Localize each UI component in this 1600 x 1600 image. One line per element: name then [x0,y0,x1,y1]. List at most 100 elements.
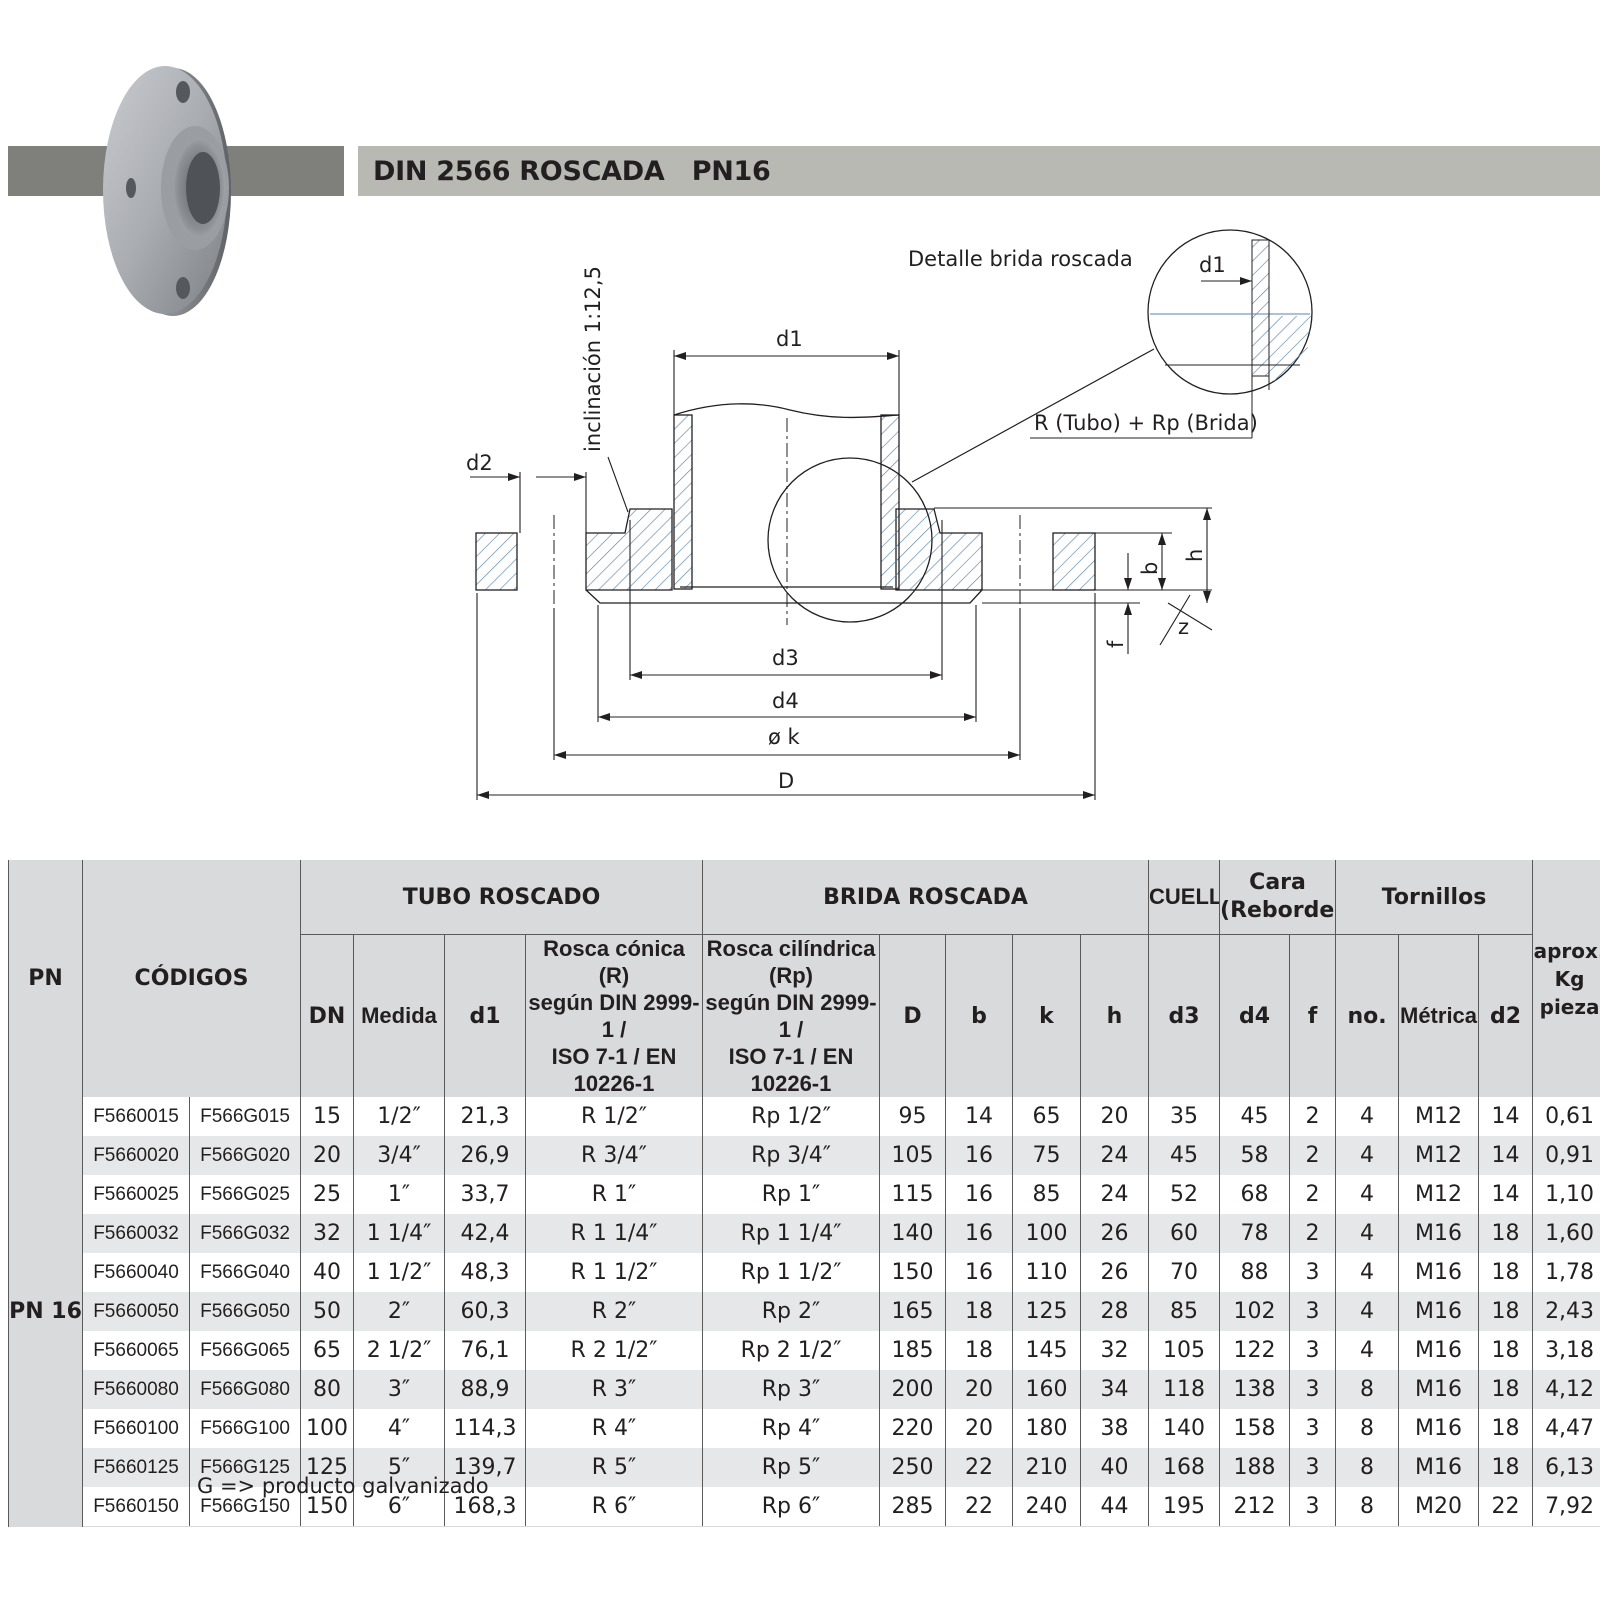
table-cell: 140 [1148,1409,1221,1448]
table-cell: 18 [945,1292,1013,1331]
table-cell: 0,61 [1532,1097,1600,1136]
z-label: z [1178,615,1189,639]
table-cell: 18 [1478,1370,1534,1409]
table-cell: 1 1/2″ [353,1253,445,1292]
table-cell: F5660015 [82,1097,190,1136]
thread-label: R (Tubo) + Rp (Brida) [1034,411,1258,435]
table-cell: 5″ [353,1448,445,1487]
col-rosca-conica-line2: según DIN 2999-1 / [528,990,700,1042]
table-cell: 6,13 [1532,1448,1600,1487]
d3-label: d3 [772,646,799,670]
table-cell: 16 [945,1175,1013,1214]
table-cell: F566G100 [189,1409,301,1448]
d4-label: d4 [772,689,799,713]
table-cell: 115 [879,1175,946,1214]
table-cell: 95 [879,1097,946,1136]
table-cell: 22 [945,1487,1013,1527]
table-cell: 18 [1478,1253,1534,1292]
table-cell: 138 [1219,1370,1291,1409]
table-cell: 22 [945,1448,1013,1487]
table-cell: 285 [879,1487,946,1527]
header-brida-roscada: BRIDA ROSCADA [701,860,1150,935]
table-cell: F5660080 [82,1370,190,1409]
table-cell: 70 [1148,1253,1221,1292]
table-cell: 68 [1219,1175,1291,1214]
table-cell: 7,92 [1532,1487,1600,1527]
table-cell: 8 [1335,1487,1400,1527]
table-cell: 110 [1012,1253,1081,1292]
table-cell: R 1/2″ [525,1097,703,1136]
table-cell: 6″ [353,1487,445,1527]
table-cell: 20 [945,1370,1013,1409]
table-cell: 4 [1335,1331,1400,1370]
table-cell: 4 [1335,1253,1400,1292]
table-cell: 2 [1289,1097,1337,1136]
table-cell: F566G080 [189,1370,301,1409]
table-cell: M16 [1398,1214,1480,1253]
table-cell: 24 [1079,1136,1150,1175]
f-label: f [1104,640,1128,648]
table-cell: M20 [1398,1487,1480,1527]
table-cell: 3 [1289,1487,1337,1527]
table-cell: 32 [300,1214,354,1253]
table-cell: 125 [1012,1292,1081,1331]
table-cell: 38 [1079,1409,1150,1448]
table-cell: 240 [1012,1487,1081,1527]
table-cell: 100 [1012,1214,1081,1253]
table-cell: 32 [1079,1331,1150,1370]
table-cell: 14 [1478,1136,1534,1175]
technical-drawing: Detalle brida roscada d1 R (Tubo) + Rp (… [466,229,1313,800]
table-cell: M16 [1398,1370,1480,1409]
table-cell: 140 [879,1214,946,1253]
table-cell: 150 [300,1487,354,1527]
col-h: h [1079,934,1150,1097]
col-d2: d2 [1478,934,1534,1097]
table-cell: 18 [1478,1292,1534,1331]
table-cell: 15 [300,1097,354,1136]
table-cell: F5660150 [82,1487,190,1527]
table-cell: R 1 1/2″ [525,1253,703,1292]
table-cell: 21,3 [444,1097,526,1136]
table-cell: 195 [1148,1487,1221,1527]
table-cell: 28 [1079,1292,1150,1331]
table-cell: 210 [1012,1448,1081,1487]
table-cell: M16 [1398,1448,1480,1487]
table-cell: R 3/4″ [525,1136,703,1175]
table-cell: 102 [1219,1292,1291,1331]
table-cell: Rp 3/4″ [702,1136,880,1175]
table-cell: 20 [300,1136,354,1175]
detail-circle [1147,229,1313,438]
header-peso-line1: aprox. [1533,938,1600,963]
col-b: b [945,934,1013,1097]
flange-section [475,403,1096,604]
table-cell: M12 [1398,1175,1480,1214]
spec-table: PN CÓDIGOS TUBO ROSCADO BRIDA ROSCADA CU… [8,860,1600,1527]
table-cell: 4″ [353,1409,445,1448]
table-cell: 150 [879,1253,946,1292]
table-cell: 168 [1148,1448,1221,1487]
table-cell: 165 [879,1292,946,1331]
table-cell: F5660050 [82,1292,190,1331]
col-no: no. [1335,934,1400,1097]
table-cell: 65 [300,1331,354,1370]
table-cell: Rp 4″ [702,1409,880,1448]
table-cell: 34 [1079,1370,1150,1409]
table-cell: R 2 1/2″ [525,1331,703,1370]
header-tornillos: Tornillos [1335,860,1534,935]
table-cell: F566G040 [189,1253,301,1292]
table-cell: 22 [1478,1487,1534,1527]
col-f: f [1289,934,1337,1097]
col-medida: Medida [353,934,445,1097]
header-peso-line2: Kg [1554,966,1585,991]
col-d3: d3 [1148,934,1221,1097]
table-cell: F566G025 [189,1175,301,1214]
table-cell: 16 [945,1136,1013,1175]
header-peso: aprox. Kg pieza [1532,860,1600,1097]
table-cell: 1″ [353,1175,445,1214]
